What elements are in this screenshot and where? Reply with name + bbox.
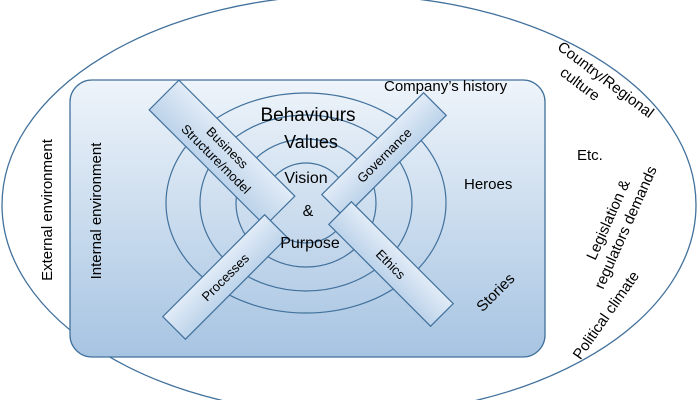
external-environment-label: External environment [39, 138, 56, 281]
ring-values [235, 138, 377, 268]
etc-label: Etc. [577, 147, 603, 164]
purpose-label: Purpose [280, 235, 340, 252]
vision-label: Vision [284, 170, 327, 187]
behaviours-label: Behaviours [260, 105, 355, 126]
values-label: Values [284, 132, 338, 152]
ampersand-label: & [303, 203, 314, 220]
internal-environment-label: Internal environment [88, 142, 105, 280]
heroes-label: Heroes [464, 176, 512, 193]
company-history-label: Company’s history [384, 78, 508, 95]
ring-behaviours [199, 114, 413, 292]
ring-outer [165, 92, 447, 314]
